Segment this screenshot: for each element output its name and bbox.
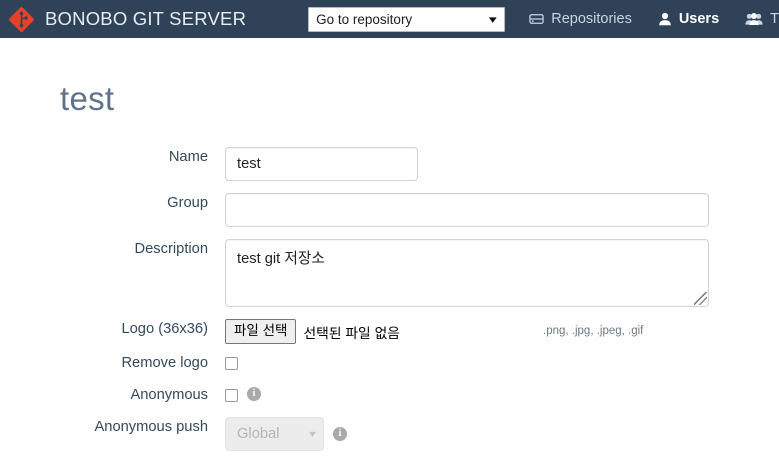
anonymous-checkbox[interactable] [225,389,238,402]
nav-link-users-label: Users [678,11,720,27]
git-diamond-logo-icon [8,6,35,33]
nav-link-repositories-label: Repositories [551,11,632,27]
description-label: Description [134,241,208,257]
description-value: test git 저장소 [237,251,325,267]
nav-link-teams[interactable]: T [745,11,779,27]
anonymous-label: Anonymous [130,387,208,403]
group-label: Group [167,195,208,211]
anonymous-push-select[interactable]: Global ▾ [225,417,324,451]
choose-file-button[interactable]: 파일 선택 [225,319,297,344]
name-input[interactable]: test [225,147,418,181]
database-icon [529,12,544,26]
page-body: test Name test Group Description test gi… [0,38,779,466]
brand-title: BONOBO GIT SERVER [45,8,247,29]
nav-link-repositories[interactable]: Repositories [529,11,632,27]
form-row-logo: Logo (36x36) 파일 선택 선택된 파일 없음 .png, .jpg,… [0,319,779,344]
group-input[interactable] [225,193,709,227]
user-icon [658,12,672,26]
form-row-name: Name test [0,147,779,181]
chevron-down-icon: ▾ [308,428,317,440]
form-row-anonymous: Anonymous i [0,385,779,405]
logo-format-hint: .png, .jpg, .jpeg, .gif [543,325,644,337]
form-row-anonymous-push: Anonymous push Global ▾ i [0,417,779,451]
remove-logo-checkbox[interactable] [225,357,238,371]
go-to-repository-select[interactable]: Go to repository ▾ [308,6,506,32]
top-navbar: BONOBO GIT SERVER Go to repository ▾ Rep… [0,0,779,38]
repository-form: Name test Group Description test git 저장소 [0,147,779,451]
users-group-icon [745,12,763,26]
no-file-selected-text: 선택된 파일 없음 [303,325,400,341]
nav-links: Repositories Users [529,11,779,27]
page-title: test [60,80,115,117]
go-to-repository-value: Go to repository [316,11,413,27]
resize-handle-icon[interactable] [694,292,707,305]
anonymous-push-label: Anonymous push [94,419,209,435]
form-row-description: Description test git 저장소 [0,239,779,307]
description-textarea[interactable]: test git 저장소 [225,239,709,307]
anonymous-info-icon[interactable]: i [247,386,261,401]
logo-label: Logo (36x36) [121,321,208,337]
nav-link-teams-label: T [770,11,779,27]
anonymous-push-info-icon[interactable]: i [333,427,347,441]
remove-logo-label: Remove logo [121,355,208,371]
form-row-group: Group [0,193,779,227]
form-row-remove-logo: Remove logo [0,353,779,373]
brand[interactable]: BONOBO GIT SERVER [8,6,246,33]
chevron-down-icon: ▾ [488,13,497,26]
nav-link-users[interactable]: Users [658,11,719,27]
anonymous-push-value: Global [237,426,280,442]
logo-file-input[interactable]: 파일 선택 선택된 파일 없음 [225,319,779,344]
name-label: Name [168,149,208,165]
